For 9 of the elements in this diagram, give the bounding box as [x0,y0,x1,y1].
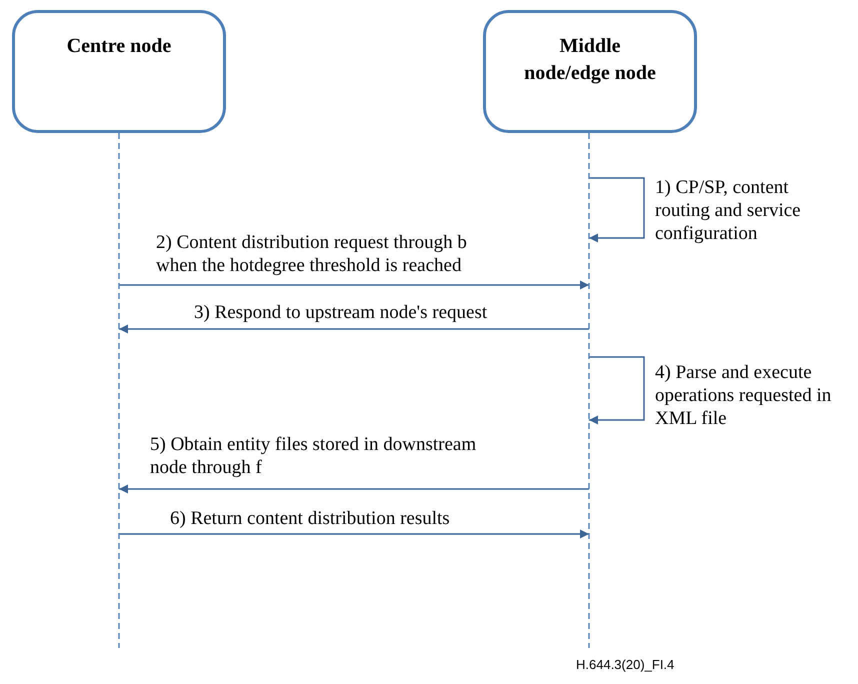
arrow [119,530,589,538]
arrow [589,177,645,242]
arrow [119,484,589,494]
participant-name: Middle node/edge node [523,34,657,86]
figure-id: H.644.3(20)_FI.4 [576,657,674,672]
arrow [589,356,645,424]
arrow [119,324,589,334]
participant-name: Centre node [66,34,172,59]
arrow [119,280,589,290]
